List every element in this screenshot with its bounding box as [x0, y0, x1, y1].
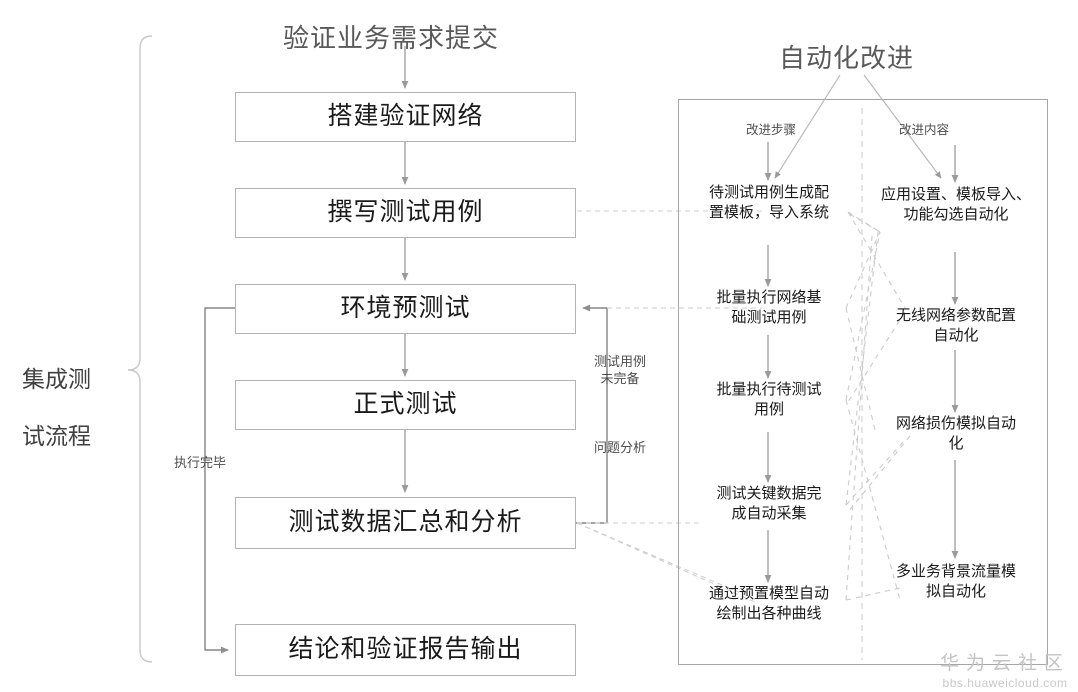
panel-content-4: 多业务背景流量模 拟自动化: [895, 563, 1016, 601]
flow-box-build-network[interactable]: 搭建验证网络: [235, 92, 576, 142]
edge-execution-complete: [204, 307, 235, 654]
panel-content-3: 网络损伤模拟自动 化: [895, 415, 1016, 453]
automation-title: 自动化改进: [779, 43, 915, 73]
entry-title: 验证业务需求提交: [283, 23, 500, 53]
flow-box-report-output[interactable]: 结论和验证报告输出: [235, 624, 576, 676]
panel-step-2: 批量执行网络基 础测试用例: [716, 289, 822, 327]
watermark-brand: 华为云社区: [940, 653, 1071, 674]
edge-label-incomplete-cases: 测试用例 未完备: [593, 354, 646, 386]
edge-label-problem-analysis: 问题分析: [593, 440, 646, 455]
group-bracket: [127, 35, 153, 663]
group-label-line-2: 试流程: [22, 423, 91, 450]
column-header-contents: 改进内容: [898, 123, 949, 137]
panel-step-4: 测试关键数据完 成自动采集: [716, 485, 822, 523]
flow-box-write-cases[interactable]: 撰写测试用例: [235, 188, 576, 238]
panel-step-1: 待测试用例生成配 置模板，导入系统: [708, 184, 829, 222]
panel-content-2: 无线网络参数配置 自动化: [895, 307, 1016, 345]
column-header-steps: 改进步骤: [745, 123, 796, 137]
panel-content-1: 应用设置、模板导入、 功能勾选自动化: [880, 186, 1031, 224]
flow-box-data-analysis[interactable]: 测试数据汇总和分析: [235, 497, 576, 549]
flow-box-pre-test[interactable]: 环境预测试: [235, 284, 576, 334]
group-label: 集成测 试流程: [22, 336, 91, 480]
edge-label-execution-complete: 执行完毕: [173, 455, 226, 470]
flow-box-formal-test[interactable]: 正式测试: [235, 380, 576, 430]
panel-step-5: 通过预置模型自动 绘制出各种曲线: [708, 585, 829, 623]
panel-step-3: 批量执行待测试 用例: [716, 381, 822, 419]
automation-panel: [678, 99, 1048, 665]
group-label-line-1: 集成测: [22, 365, 91, 392]
watermark: 华为云社区 bbs.huaweicloud.com: [940, 648, 1070, 690]
watermark-url: bbs.huaweicloud.com: [942, 676, 1068, 690]
edge-problem-analysis: [576, 304, 608, 524]
